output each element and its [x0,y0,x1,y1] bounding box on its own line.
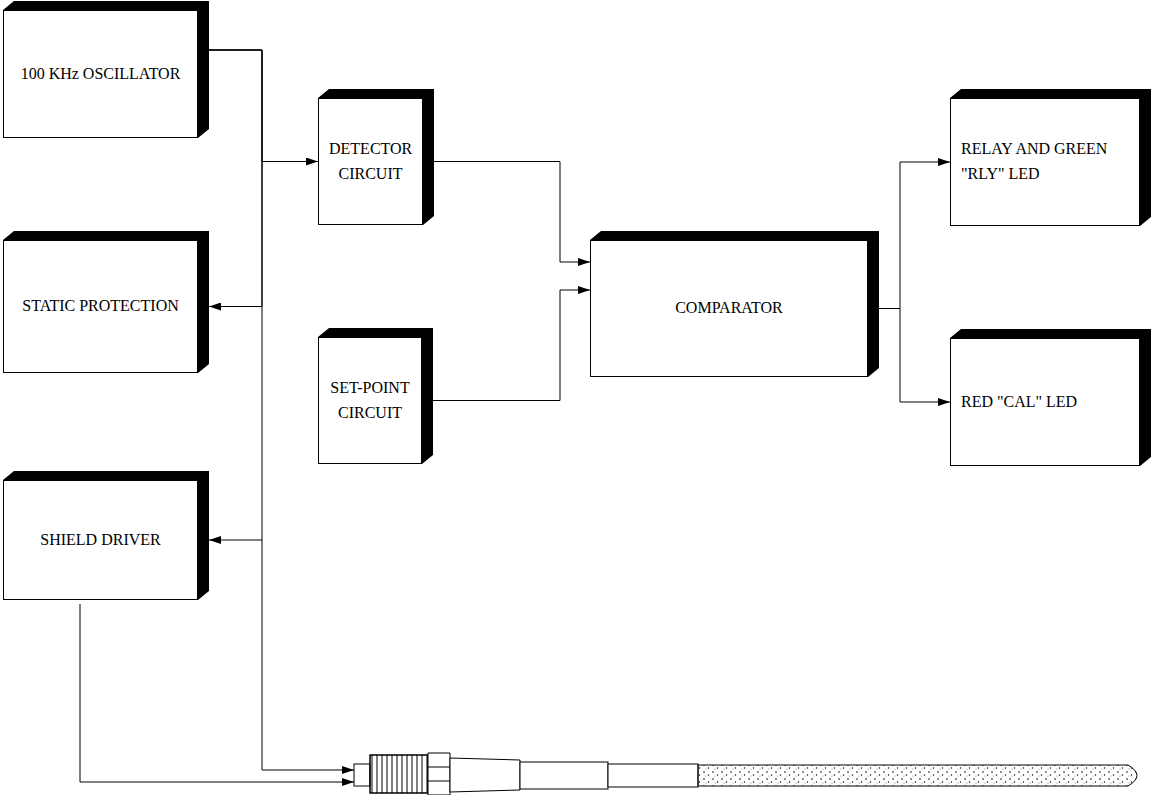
driver-box: SHIELD DRIVER [3,480,198,600]
box-label: RED "CAL" LED [961,390,1129,415]
output-box: RELAY AND GREEN "RLY" LED [950,98,1140,226]
shield-wire [80,604,354,782]
probe-body-tube [520,762,608,789]
box-label: SHIELD DRIVER [14,528,187,553]
box-label: DETECTOR CIRCUIT [329,137,412,187]
box-label: COMPARATOR [601,296,857,321]
connector-group [209,50,950,540]
detector-box: DETECTOR CIRCUIT [318,98,423,225]
probe-sleeve [608,764,698,787]
box-face: DETECTOR CIRCUIT [318,98,423,225]
comparator-box: COMPARATOR [590,240,868,377]
signal-arrow [879,309,950,403]
probe-rod [698,765,1137,786]
signal-arrow [209,50,318,162]
box-label: STATIC PROTECTION [14,294,187,319]
probe-body [354,753,1137,795]
probe-nut [428,753,450,795]
signal-arrow [433,290,590,401]
box-face: 100 KHz OSCILLATOR [3,10,198,138]
box-label: 100 KHz OSCILLATOR [14,62,187,87]
box-face: SET-POINT CIRCUIT [318,337,422,464]
signal-arrow [209,50,262,307]
protection-box: STATIC PROTECTION [3,240,198,373]
box-face: STATIC PROTECTION [3,240,198,373]
signal-arrow [209,50,262,540]
oscillator-box: 100 KHz OSCILLATOR [3,10,198,138]
box-label: SET-POINT CIRCUIT [329,376,411,426]
probe-terminal [354,764,370,786]
signal-arrow [879,162,950,309]
probe-thread [370,755,428,793]
box-face: RED "CAL" LED [950,338,1140,466]
output-box: RED "CAL" LED [950,338,1140,466]
box-face: COMPARATOR [590,240,868,377]
signal-arrow [434,162,590,263]
probe-wire [262,540,354,770]
box-label: RELAY AND GREEN "RLY" LED [961,137,1129,187]
box-face: RELAY AND GREEN "RLY" LED [950,98,1140,226]
setpoint-box: SET-POINT CIRCUIT [318,337,422,464]
box-face: SHIELD DRIVER [3,480,198,600]
probe-body-taper [450,758,520,792]
